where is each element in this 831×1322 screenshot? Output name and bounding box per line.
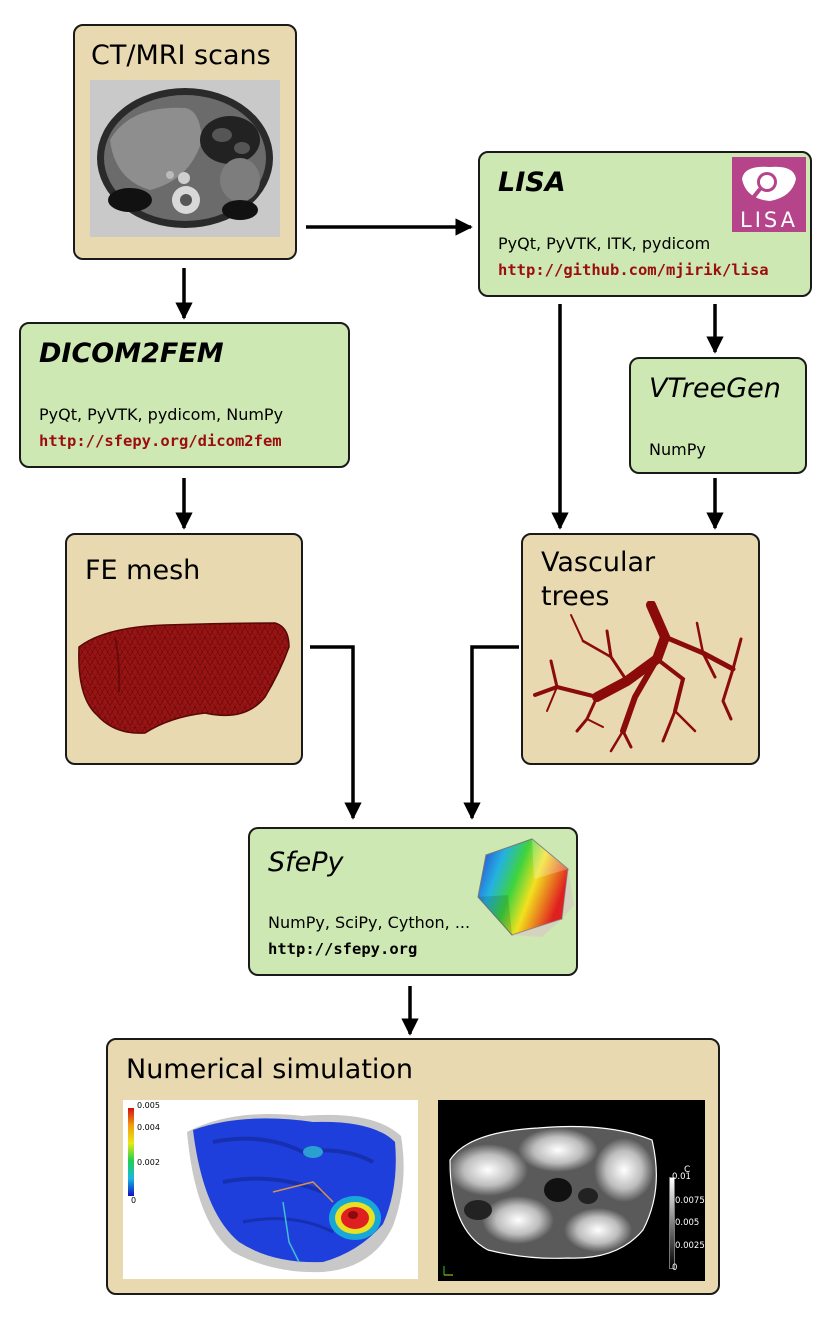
ct-scan-image [90, 80, 280, 237]
sfepy-dependencies: NumPy, SciPy, Cython, ... [268, 913, 471, 932]
lisa-dependencies: PyQt, PyVTK, ITK, pydicom [498, 234, 711, 253]
fe-mesh-box: FE mesh [65, 533, 303, 765]
numerical-simulation-title: Numerical simulation [126, 1054, 414, 1085]
dicom2fem-dependencies: PyQt, PyVTK, pydicom, NumPy [39, 405, 284, 424]
vascular-trees-title-line1: Vascular [541, 547, 656, 578]
dicom2fem-box: DICOM2FEM PyQt, PyVTK, pydicom, NumPy ht… [19, 322, 350, 468]
right-colorbar-tick: 0.0025 [675, 1241, 705, 1251]
lisa-logo: LISA [732, 157, 806, 232]
numerical-simulation-box: Numerical simulation 0.005 0.004 0.002 0 [106, 1038, 720, 1295]
concentration-map-render [448, 1125, 657, 1259]
fe-mesh-title: FE mesh [85, 555, 201, 586]
vtreegen-box: VTreeGen NumPy [629, 357, 807, 474]
lisa-url-link[interactable]: http://github.com/mjirik/lisa [498, 261, 769, 279]
lisa-box: LISA PyQt, PyVTK, ITK, pydicom http://gi… [478, 151, 812, 297]
ct-mri-scans-box: CT/MRI scans [73, 24, 297, 260]
simulation-liver-render [187, 1114, 404, 1273]
vtreegen-title: VTreeGen [649, 373, 781, 404]
fe-mesh-liver-image [78, 622, 290, 734]
ct-mri-scans-title: CT/MRI scans [91, 40, 271, 71]
arrow-femesh-to-sfepy [310, 645, 362, 820]
vascular-trees-box: Vascular trees [521, 533, 760, 765]
dicom2fem-url-link[interactable]: http://sfepy.org/dicom2fem [39, 432, 282, 450]
right-colorbar-tick: 0.005 [675, 1218, 700, 1228]
arrow-vascular-to-sfepy [463, 645, 519, 820]
lisa-logo-text: LISA [740, 208, 798, 232]
vtreegen-dependencies: NumPy [649, 440, 706, 459]
right-colorbar [669, 1177, 675, 1269]
simulation-field-panel: 0.005 0.004 0.002 0 [123, 1100, 418, 1279]
concentration-field-panel: C 0.01 0.0075 0.005 0.0025 0 [438, 1100, 705, 1281]
right-colorbar-tick: 0.01 [672, 1172, 691, 1182]
right-colorbar-tick: 0 [672, 1263, 678, 1273]
right-colorbar-label: C [684, 1165, 691, 1175]
sfepy-title: SfePy [268, 847, 344, 878]
right-colorbar-tick: 0.0075 [675, 1196, 705, 1206]
dicom2fem-title: DICOM2FEM [39, 338, 224, 369]
vascular-trees-title-line2: trees [541, 581, 610, 612]
left-colorbar [128, 1108, 134, 1196]
lisa-title: LISA [498, 167, 566, 198]
axes-orientation-icon [443, 1266, 453, 1276]
vascular-tree-image [533, 601, 743, 753]
sfepy-url-link[interactable]: http://sfepy.org [268, 940, 418, 958]
left-colorbar-tick: 0 [131, 1196, 137, 1205]
left-colorbar-tick: 0.004 [137, 1123, 160, 1132]
sfepy-logo-polyhedron [477, 838, 574, 937]
sfepy-box: SfePy NumPy, SciPy, Cython, ... http://s… [248, 827, 578, 976]
left-colorbar-tick: 0.005 [137, 1101, 160, 1110]
left-colorbar-tick: 0.002 [137, 1158, 160, 1167]
